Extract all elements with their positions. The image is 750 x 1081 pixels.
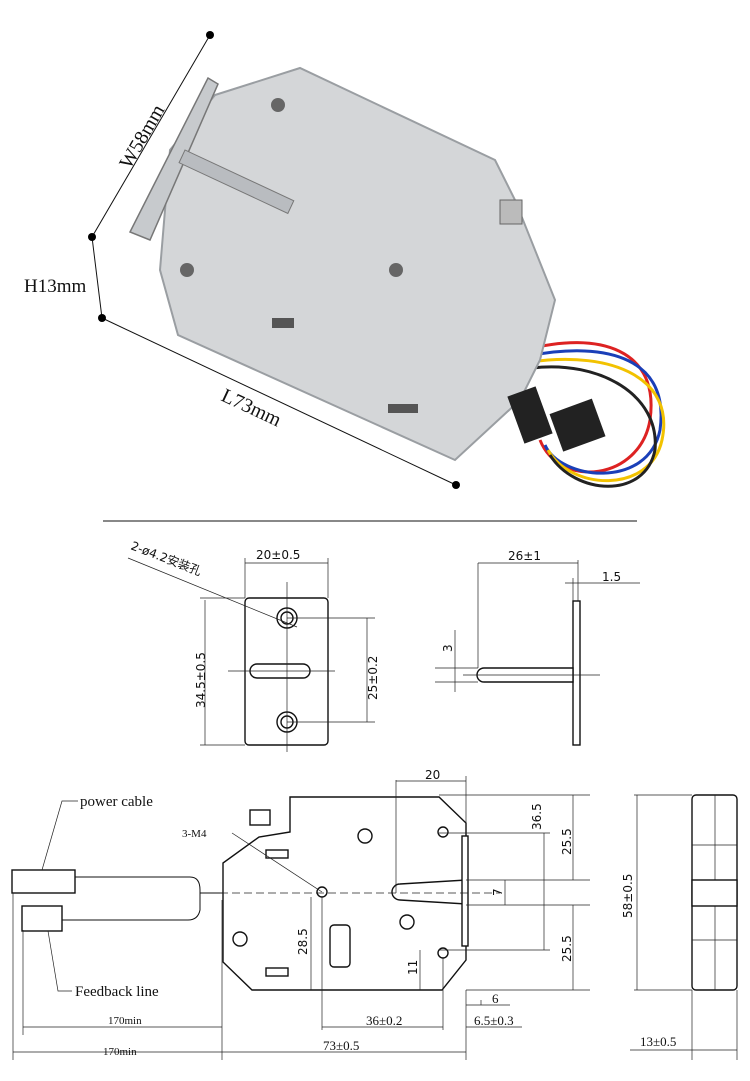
lock-depth: 13±0.5 <box>640 1034 676 1049</box>
dim-6: 6 <box>492 991 499 1006</box>
slot <box>388 404 418 413</box>
slot <box>272 318 294 328</box>
strike-plate-photo <box>128 76 219 241</box>
bolt-pin-photo <box>178 149 295 215</box>
strike-width: 20±0.5 <box>256 548 300 562</box>
feedback-connector <box>21 905 63 932</box>
dim-36: 36±0.2 <box>366 1013 402 1028</box>
strike-side-view: 26±1 1.5 3 <box>435 549 640 746</box>
strike-pin: 3 <box>441 644 455 652</box>
dim-6-5: 6.5±0.3 <box>474 1013 514 1028</box>
power-connector <box>11 869 76 894</box>
power-cable-label: power cable <box>80 794 153 810</box>
dim-25-5-bottom: 25.5 <box>560 935 574 962</box>
strike-hole-pitch: 25±0.2 <box>366 656 380 700</box>
connector-photo <box>507 386 553 444</box>
lock-top-view: power cable Feedback line 3-M4 20 36.5 2… <box>11 768 590 1060</box>
dimension-dot <box>98 314 106 322</box>
dimension-dot <box>88 233 96 241</box>
mount-hole <box>271 98 285 112</box>
dim-25-5-top: 25.5 <box>560 828 574 855</box>
strike-length: 26±1 <box>508 549 541 563</box>
switch-photo <box>499 199 523 225</box>
lock-photo: W58mm H13mm L73mm <box>24 31 666 489</box>
lock-body-outline <box>222 796 467 991</box>
feedback-line-label: Feedback line <box>75 984 159 1000</box>
lock-side-view: 58±0.5 13±0.5 <box>621 794 738 1060</box>
lock-body <box>158 66 557 462</box>
lock-height: 58±0.5 <box>621 874 635 918</box>
dim-28-5: 28.5 <box>296 928 310 955</box>
dimension-dot <box>206 31 214 39</box>
dimension-line-photo <box>91 34 457 486</box>
strike-height: 34.5±0.5 <box>194 652 208 708</box>
strike-thickness: 1.5 <box>602 570 621 584</box>
dim-73: 73±0.5 <box>323 1038 359 1053</box>
strike-front-view: 20±0.5 34.5±0.5 25±0.2 2-ø4.2安装孔 <box>127 538 380 752</box>
connector-photo <box>549 398 606 452</box>
dim-7: 7 <box>491 888 505 896</box>
cable-length-1: 170min <box>108 1015 142 1027</box>
mount-hole <box>389 263 403 277</box>
hole-note: 2-ø4.2安装孔 <box>129 538 204 579</box>
height-label: H13mm <box>24 276 87 297</box>
mount-hole <box>180 263 194 277</box>
width-label: W58mm <box>115 101 169 173</box>
screw-note: 3-M4 <box>182 828 207 840</box>
length-label: L73mm <box>218 385 285 432</box>
dimension-dot <box>452 481 460 489</box>
dim-11: 11 <box>406 960 420 975</box>
cable-length-2: 170min <box>103 1046 137 1058</box>
wires <box>524 341 666 488</box>
dim-20: 20 <box>425 768 440 782</box>
dim-36-5: 36.5 <box>530 803 544 830</box>
